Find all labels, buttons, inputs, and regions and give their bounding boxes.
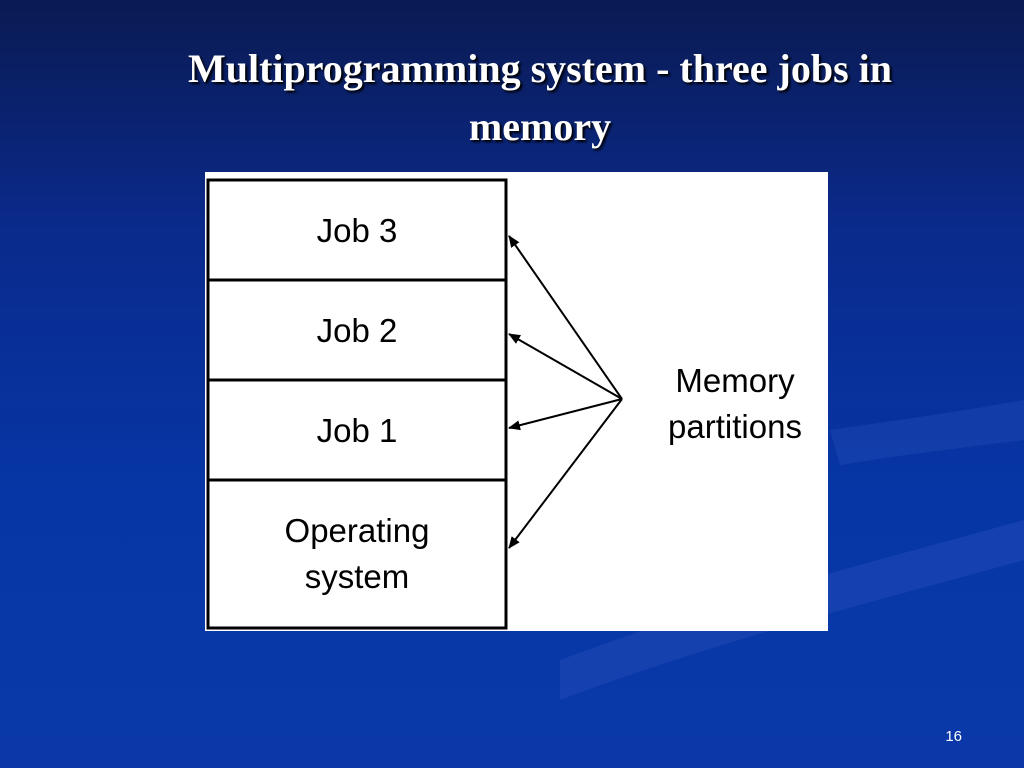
arrow-to-operating-system — [508, 398, 623, 549]
block-label-job-2: Job 2 — [317, 312, 398, 349]
memory-diagram: Job 3 Job 2 Job 1 Operating system Memor… — [205, 172, 828, 631]
memory-diagram-svg: Job 3 Job 2 Job 1 Operating system Memor… — [206, 178, 802, 630]
slide-title-line-1: Multiprogramming system - three jobs in — [187, 46, 893, 91]
block-label-operating: Operating — [285, 512, 430, 549]
partition-label-line-1: Memory — [675, 362, 795, 399]
slide-title: Multiprogramming system - three jobs in … — [60, 40, 1020, 156]
memory-block-operating-system — [206, 478, 508, 630]
partition-label-line-2: partitions — [668, 408, 802, 445]
arrow-to-job-3 — [508, 235, 623, 400]
arrow-to-job-1 — [508, 398, 623, 431]
block-label-system: system — [305, 558, 410, 595]
block-label-job-3: Job 3 — [317, 212, 398, 249]
slide-title-line-2: memory — [468, 104, 612, 149]
page-number: 16 — [945, 728, 962, 745]
arrow-to-job-2 — [508, 333, 623, 400]
block-label-job-1: Job 1 — [317, 412, 398, 449]
